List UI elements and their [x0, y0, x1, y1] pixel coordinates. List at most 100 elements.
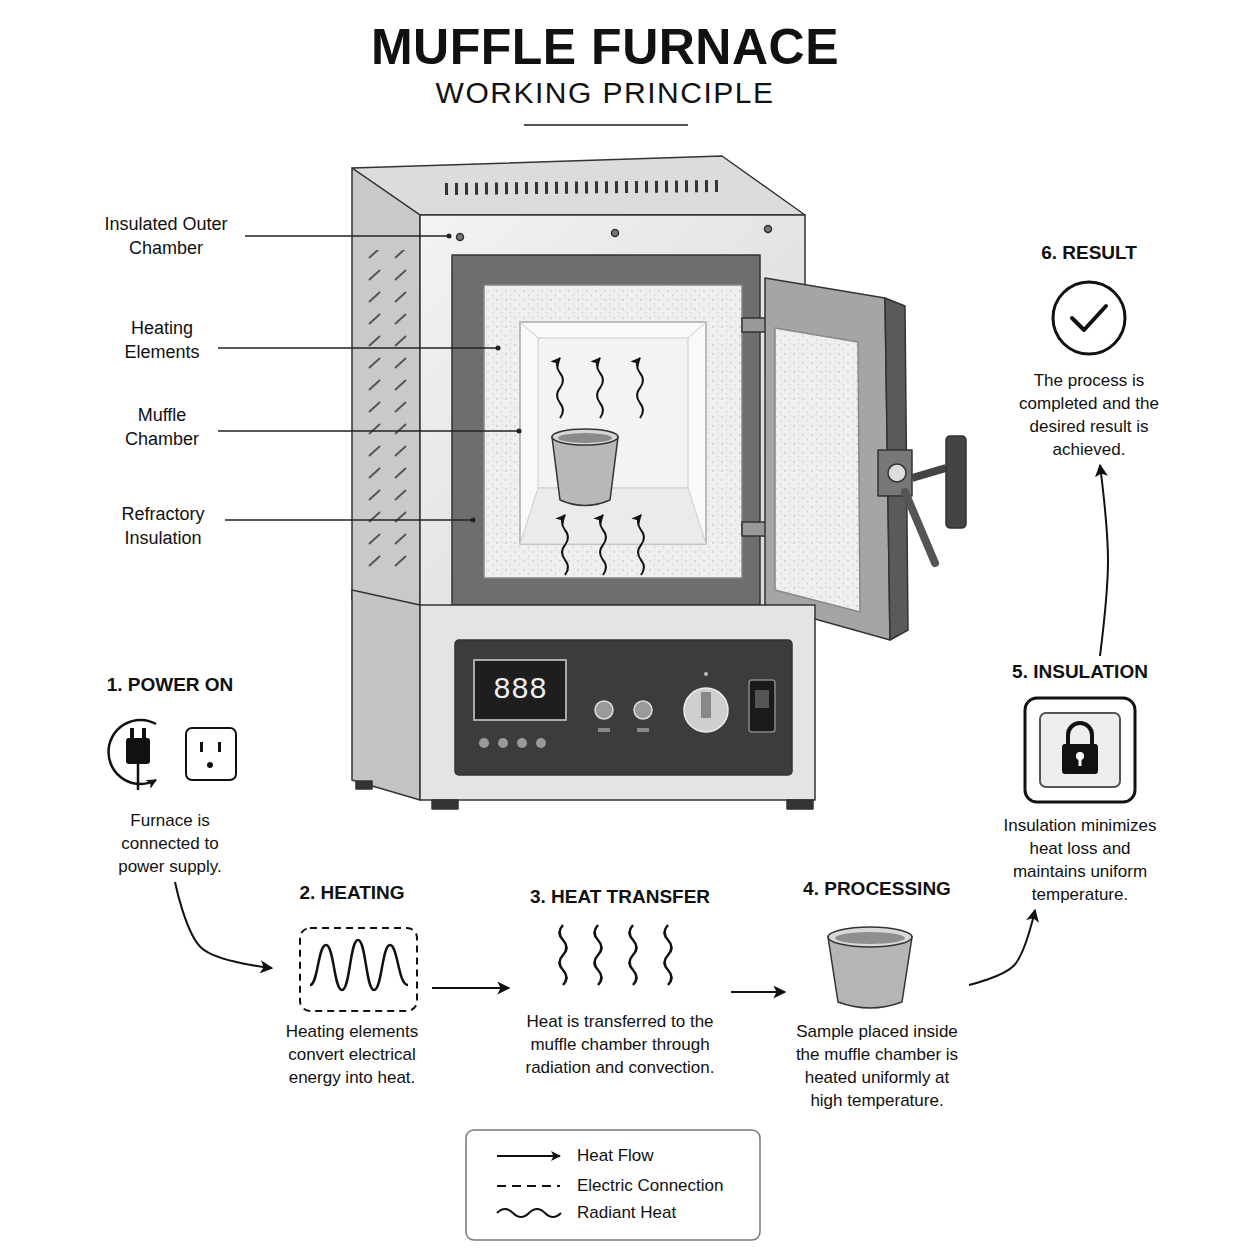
crucible: [552, 429, 618, 506]
heating-icon: [310, 940, 408, 990]
legend-entry: Heat Flow: [577, 1145, 654, 1167]
step-description: Heat is transferred to the muffle chambe…: [512, 1010, 728, 1079]
control-base: [684, 688, 728, 732]
check-icon: [1053, 282, 1125, 354]
control-base: [420, 605, 815, 800]
power-icon: [200, 742, 203, 752]
sample-cup-icon: [828, 927, 912, 947]
radiant-heat-arrows: [600, 515, 606, 575]
lock-icon: [1079, 757, 1082, 766]
lock-icon: [1062, 744, 1098, 774]
furnace-door: [905, 492, 935, 563]
furnace-shell: [445, 186, 718, 189]
furnace-door: [765, 278, 890, 640]
control-base: [498, 738, 508, 748]
step-panel: 1. POWER ONFurnace is connected to power…: [95, 669, 245, 882]
legend-entry: Electric Connection: [577, 1175, 723, 1197]
control-base: [479, 738, 489, 748]
sample-cup-icon: [835, 932, 905, 944]
check-icon: [1072, 306, 1106, 330]
display-readout: 888: [474, 673, 566, 707]
furnace-shell: [352, 156, 805, 215]
furnace-chamber: [520, 488, 706, 544]
legend-box: [497, 1209, 561, 1217]
step-panel: 2. HEATINGHeating elements convert elect…: [272, 877, 432, 1093]
subtitle: WORKING PRINCIPLE: [0, 75, 1210, 111]
control-base: [701, 692, 711, 718]
control-base: [536, 738, 546, 748]
control-base: [455, 640, 792, 775]
furnace-door: [742, 278, 966, 640]
part-label: Refractory Insulation: [108, 502, 218, 550]
step-description: Insulation minimizes heat loss and maint…: [993, 814, 1167, 906]
legend-box: [466, 1130, 760, 1240]
power-icon: [130, 728, 134, 739]
leader-lines: [471, 518, 476, 523]
leader-lines: [218, 234, 522, 523]
flow-arrow: [731, 991, 785, 993]
heat-transfer-icon: [560, 925, 567, 985]
power-icon: [142, 728, 146, 739]
legend-text: Electric Connection: [577, 1176, 723, 1195]
leader-lines: [218, 347, 497, 349]
furnace-chamber: [452, 255, 760, 605]
leader-lines: [225, 519, 472, 521]
control-base: [637, 728, 649, 732]
legend-text: Heat Flow: [577, 1146, 654, 1165]
leader-lines: [218, 430, 518, 432]
step-heading: 6. RESULT: [1012, 241, 1166, 265]
heat-transfer-icon: [560, 925, 672, 985]
title: MUFFLE FURNACE: [0, 18, 1210, 76]
control-base: [517, 738, 527, 748]
control-base: [356, 781, 372, 789]
lock-icon: [1025, 698, 1135, 802]
lock-icon: [1040, 713, 1120, 787]
step-panel: 5. INSULATIONInsulation minimizes heat l…: [990, 656, 1170, 910]
lock-icon: [1068, 723, 1092, 745]
power-icon: [109, 720, 156, 784]
legend-box: [497, 1185, 560, 1187]
control-base: [595, 701, 613, 719]
crucible: [558, 433, 612, 443]
step-panel: 6. RESULT The process is completed and th…: [1009, 237, 1169, 465]
leader-lines: [245, 235, 448, 237]
control-base: [755, 690, 769, 708]
control-base: [352, 590, 420, 800]
furnace-door: [885, 298, 908, 640]
step-heading: 1. POWER ON: [98, 673, 242, 697]
step-panel: 4. PROCESSINGSample placed inside the mu…: [785, 873, 969, 1116]
furnace-chamber: [520, 322, 538, 338]
heat-transfer-icon: [595, 925, 602, 985]
control-base: [352, 590, 815, 809]
leader-lines: [496, 346, 501, 351]
part-label: Insulated Outer Chamber: [96, 212, 236, 260]
crucible: [552, 429, 618, 445]
flow-arrow: [1100, 465, 1108, 656]
sample-cup-icon: [828, 927, 912, 1008]
furnace-shell: [457, 234, 464, 241]
flow-arrow: [432, 987, 509, 989]
furnace-shell: [358, 250, 412, 575]
leader-lines: [517, 429, 522, 434]
power-icon: [137, 764, 140, 790]
control-base: [634, 701, 652, 719]
step-description: The process is completed and the desired…: [1012, 369, 1166, 461]
radiant-heat-arrows: [637, 358, 643, 418]
furnace-door: [912, 468, 946, 478]
step-heading: 2. HEATING: [275, 881, 429, 905]
heating-icon: [300, 928, 417, 1011]
furnace-shell: [420, 215, 805, 622]
title-underline: [524, 125, 688, 126]
furnace-shell: [352, 156, 805, 622]
legend-text: Radiant Heat: [577, 1203, 676, 1222]
heat-transfer-icon: [665, 925, 672, 985]
control-base: [787, 800, 813, 809]
leader-lines: [447, 234, 452, 239]
control-base: [598, 728, 610, 732]
furnace-shell: [765, 226, 772, 233]
part-label: Muffle Chamber: [112, 403, 212, 451]
step-heading: 3. HEAT TRANSFER: [512, 885, 728, 909]
radiant-heat-arrows: [562, 515, 568, 575]
radiant-heat-arrows: [638, 515, 644, 575]
